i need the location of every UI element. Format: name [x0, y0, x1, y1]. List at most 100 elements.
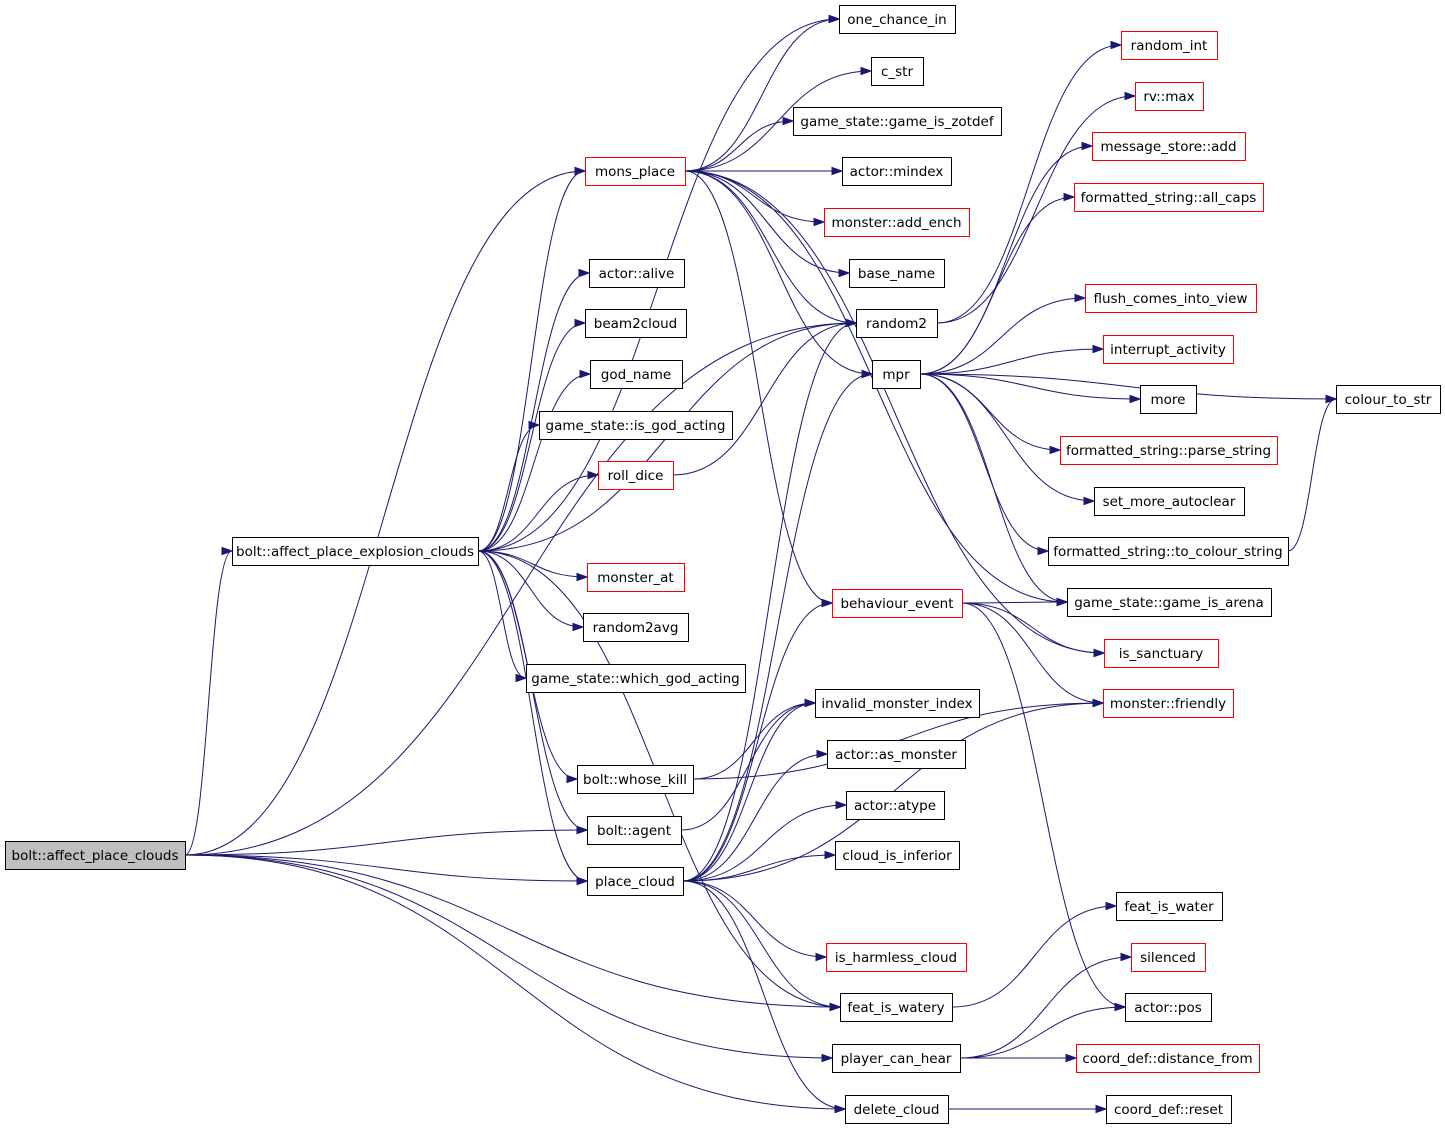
- node-game-is-arena[interactable]: game_state::game_is_arena: [1067, 588, 1272, 617]
- node-distance-from[interactable]: coord_def::distance_from: [1076, 1044, 1260, 1073]
- edge-mons-place-to-monster-add-ench: [684, 170, 825, 223]
- node-label: actor::atype: [854, 798, 936, 814]
- node-box: [587, 867, 684, 896]
- node-box: [587, 816, 682, 845]
- node-which-god-acting[interactable]: game_state::which_god_acting: [526, 664, 746, 693]
- node-actor-as-monster[interactable]: actor::as_monster: [827, 740, 966, 769]
- node-label: silenced: [1140, 950, 1196, 966]
- node-mons-place[interactable]: mons_place: [585, 157, 686, 186]
- node-cloud-is-inferior[interactable]: cloud_is_inferior: [835, 841, 960, 870]
- node-actor-pos[interactable]: actor::pos: [1125, 993, 1212, 1022]
- edge-apec-to-actor-alive: [477, 272, 590, 552]
- node-is-harmless-cloud[interactable]: is_harmless_cloud: [826, 943, 967, 972]
- node-god-name[interactable]: god_name: [590, 360, 683, 389]
- node-parse-string[interactable]: formatted_string::parse_string: [1060, 436, 1278, 465]
- arrowhead: [1056, 597, 1069, 607]
- node-message-store-add[interactable]: message_store::add: [1092, 132, 1246, 161]
- node-root[interactable]: bolt::affect_place_clouds: [5, 841, 186, 870]
- node-player-can-hear[interactable]: player_can_hear: [832, 1044, 961, 1073]
- node-is-god-acting[interactable]: game_state::is_god_acting: [539, 411, 733, 440]
- edge-feat-is-watery-to-feat-is-water: [951, 905, 1117, 1008]
- node-box: [526, 664, 746, 693]
- node-more[interactable]: more: [1140, 385, 1197, 414]
- node-label: base_name: [858, 266, 935, 282]
- node-whose-kill[interactable]: bolt::whose_kill: [577, 765, 694, 794]
- node-label: feat_is_water: [1124, 899, 1214, 915]
- edge-mpr-to-interrupt-activity: [919, 348, 1104, 375]
- node-interrupt-activity[interactable]: interrupt_activity: [1103, 335, 1234, 364]
- edge-place-cloud-to-is-harmless-cloud: [682, 880, 827, 958]
- node-to-colour-string[interactable]: formatted_string::to_colour_string: [1048, 537, 1289, 566]
- node-actor-alive[interactable]: actor::alive: [589, 259, 685, 288]
- arrowhead: [1063, 192, 1076, 202]
- arrowhead: [587, 470, 600, 480]
- edge-apec-to-mons-place: [477, 170, 586, 552]
- node-label: mpr: [882, 367, 910, 383]
- edge-apec-to-beam2cloud: [477, 322, 586, 552]
- node-box: [1336, 385, 1441, 414]
- node-flush-comes-into-view[interactable]: flush_comes_into_view: [1085, 284, 1257, 313]
- node-box: [598, 461, 674, 490]
- arrowhead: [804, 698, 817, 708]
- node-label: is_harmless_cloud: [835, 950, 957, 966]
- node-behaviour-event[interactable]: behaviour_event: [832, 589, 963, 618]
- arrowhead: [1124, 91, 1137, 101]
- arrowhead: [838, 268, 851, 278]
- edge-mons-place-to-base-name: [684, 170, 850, 274]
- node-box: [846, 791, 945, 820]
- edge-apec-to-god-name: [477, 373, 591, 552]
- node-beam2cloud[interactable]: beam2cloud: [585, 309, 687, 338]
- node-actor-atype[interactable]: actor::atype: [846, 791, 945, 820]
- node-label: one_chance_in: [847, 12, 946, 28]
- node-mpr[interactable]: mpr: [872, 360, 921, 389]
- node-set-more-autoclear[interactable]: set_more_autoclear: [1094, 487, 1245, 516]
- node-box: [849, 259, 945, 288]
- node-colour-to-str[interactable]: colour_to_str: [1336, 385, 1441, 414]
- node-random2[interactable]: random2: [856, 309, 938, 338]
- node-label: bolt::agent: [597, 823, 671, 839]
- node-random-int[interactable]: random_int: [1121, 31, 1218, 60]
- node-feat-is-water[interactable]: feat_is_water: [1116, 892, 1223, 921]
- node-label: monster_at: [597, 570, 673, 586]
- node-delete-cloud[interactable]: delete_cloud: [845, 1095, 949, 1124]
- arrowhead: [835, 800, 848, 810]
- node-monster-add-ench[interactable]: monster::add_ench: [824, 208, 970, 237]
- node-agent[interactable]: bolt::agent: [587, 816, 682, 845]
- node-actor-mindex[interactable]: actor::mindex: [842, 157, 952, 186]
- node-one-chance-in[interactable]: one_chance_in: [839, 5, 956, 34]
- arrowhead: [1120, 952, 1133, 962]
- arrowhead: [1325, 394, 1338, 404]
- node-monster-friendly[interactable]: monster::friendly: [1103, 689, 1234, 718]
- arrowhead: [574, 318, 587, 328]
- node-all-caps[interactable]: formatted_string::all_caps: [1074, 183, 1264, 212]
- node-label: actor::pos: [1134, 1000, 1202, 1016]
- edge-place-cloud-to-feat-is-watery: [682, 880, 841, 1008]
- node-label: place_cloud: [595, 874, 675, 890]
- node-feat-is-watery[interactable]: feat_is_watery: [840, 993, 953, 1022]
- node-box: [845, 1095, 949, 1124]
- node-box: [1131, 943, 1206, 972]
- node-place-cloud[interactable]: place_cloud: [587, 867, 684, 896]
- arrowhead: [831, 166, 844, 176]
- edge-whose-kill-to-invalid-monster-index: [692, 702, 816, 780]
- edge-root-to-feat-is-watery: [184, 854, 841, 1008]
- node-label: game_state::which_god_acting: [531, 671, 739, 687]
- node-c-str[interactable]: c_str: [871, 57, 924, 86]
- node-coord-def-reset[interactable]: coord_def::reset: [1106, 1095, 1232, 1124]
- node-apec[interactable]: bolt::affect_place_explosion_clouds: [232, 537, 479, 566]
- node-random2avg[interactable]: random2avg: [583, 613, 689, 642]
- node-monster-at[interactable]: monster_at: [587, 563, 685, 592]
- node-silenced[interactable]: silenced: [1131, 943, 1206, 972]
- node-roll-dice[interactable]: roll_dice: [598, 461, 674, 490]
- node-game-is-zotdef[interactable]: game_state::game_is_zotdef: [793, 107, 1002, 136]
- node-label: actor::alive: [599, 266, 675, 282]
- node-box: [1140, 385, 1197, 414]
- node-box: [793, 107, 1002, 136]
- arrowhead: [860, 66, 873, 76]
- node-rv-max[interactable]: rv::max: [1135, 82, 1204, 111]
- node-box: [827, 740, 966, 769]
- edge-mpr-to-set-more-autoclear: [919, 373, 1095, 502]
- node-is-sanctuary[interactable]: is_sanctuary: [1104, 639, 1219, 668]
- node-base-name[interactable]: base_name: [849, 259, 945, 288]
- node-invalid-monster-index[interactable]: invalid_monster_index: [815, 689, 980, 718]
